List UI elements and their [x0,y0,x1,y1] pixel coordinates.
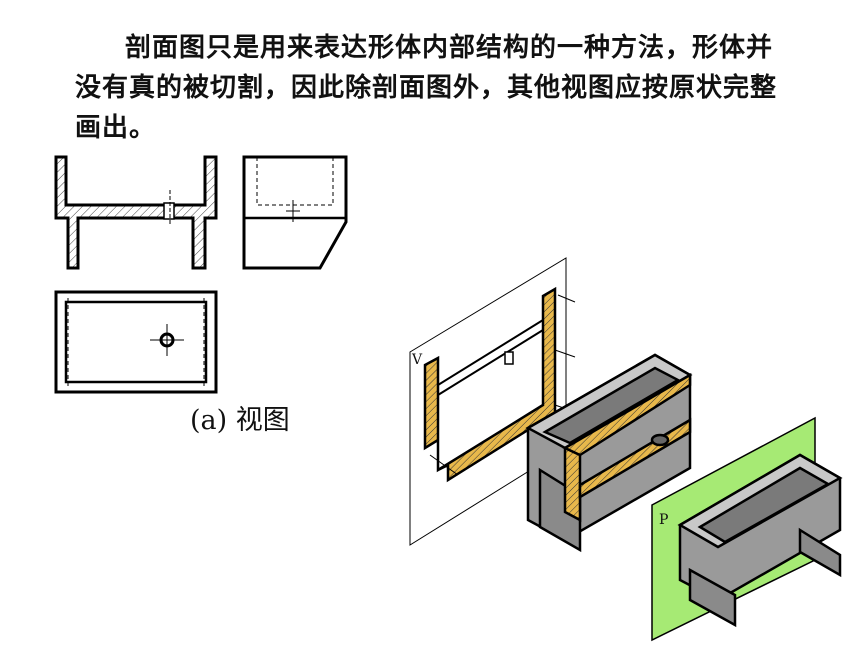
removed-part [677,453,843,628]
top-view [54,290,218,394]
p-plane-label: P [659,512,669,528]
side-view [242,155,348,270]
front-section-view [54,155,218,270]
view-caption: (a) 视图 [190,405,290,436]
explanation-paragraph: 剖面图只是用来表达形体内部结构的一种方法，形体并没有真的被切割，因此除剖面图外，… [75,33,778,143]
v-plane-label: V [412,352,423,368]
sectioned-body [525,353,693,553]
